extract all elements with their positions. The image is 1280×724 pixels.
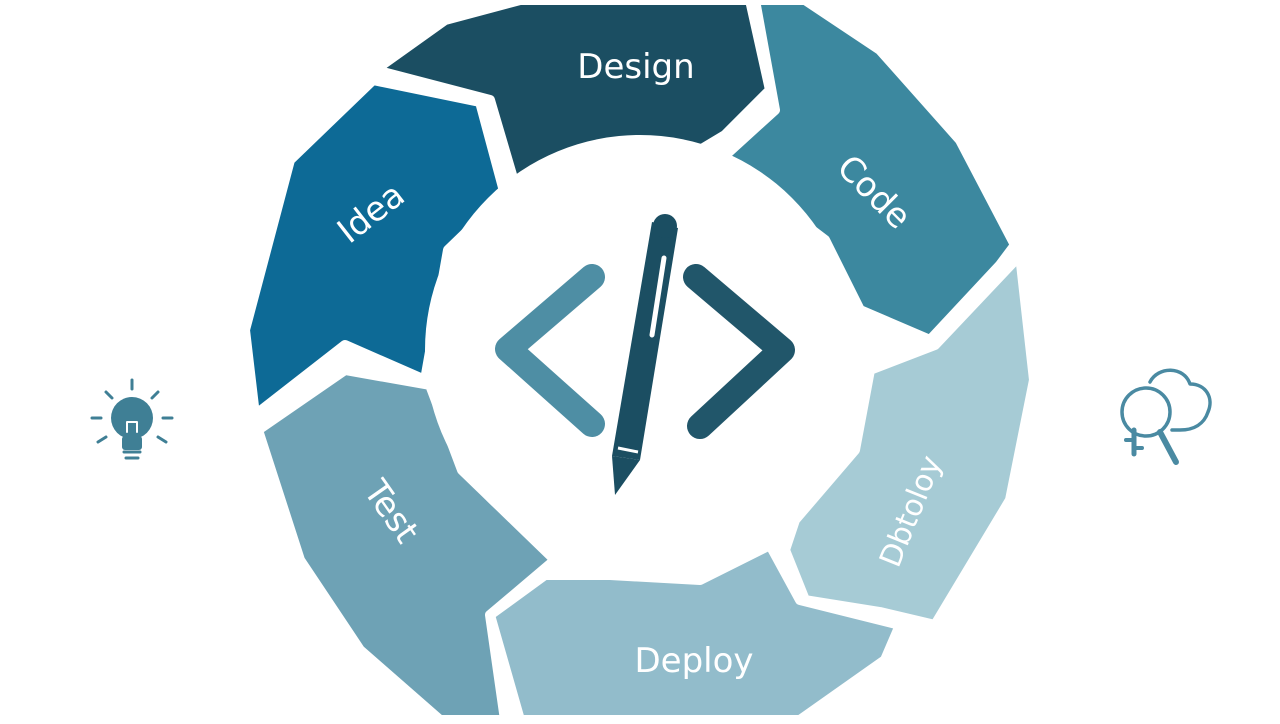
stage-label-deploy: Deploy bbox=[634, 641, 753, 681]
left-angle-bracket-icon bbox=[495, 264, 605, 437]
lightbulb-icon bbox=[90, 378, 174, 460]
stage-code-segment bbox=[715, 0, 1020, 345]
stage-idea-segment bbox=[240, 75, 510, 420]
stage-label-design: Design bbox=[577, 47, 694, 87]
right-angle-bracket-icon bbox=[683, 264, 795, 439]
pen-icon bbox=[612, 214, 678, 495]
stage-dbtoloy-segment bbox=[780, 250, 1039, 630]
code-brackets-with-pen-icon bbox=[495, 214, 795, 495]
stage-test-segment bbox=[253, 365, 560, 724]
cloud-search-key-icon bbox=[1120, 368, 1212, 465]
